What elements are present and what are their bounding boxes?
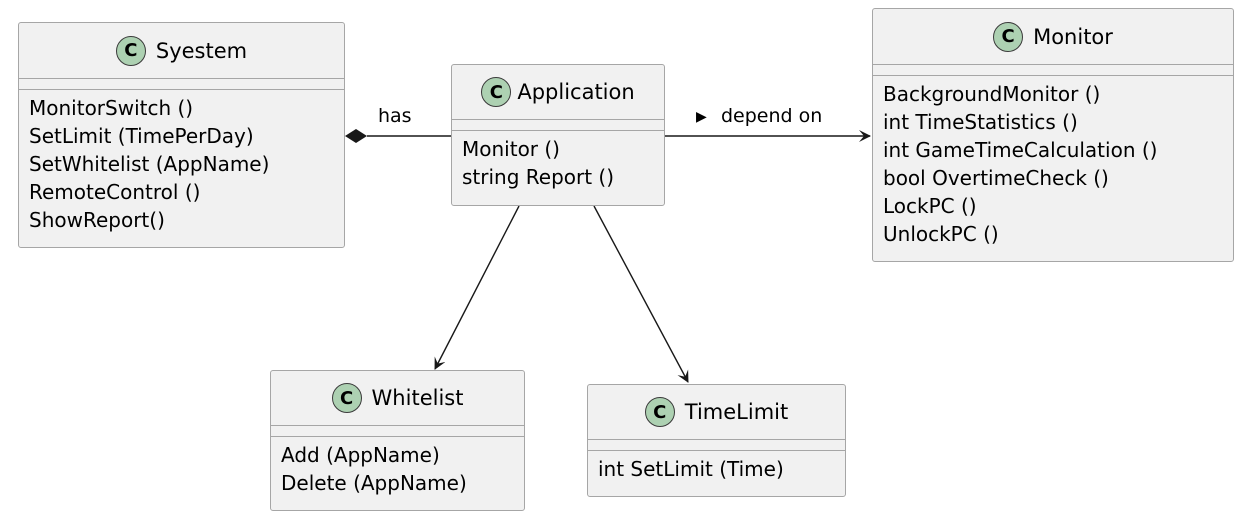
class-application-methods: Monitor () string Report (): [452, 131, 664, 195]
composition-diamond-icon: [345, 129, 367, 143]
method: Delete (AppName): [281, 471, 467, 495]
class-syestem-name: Syestem: [155, 38, 248, 63]
class-c-icon: C: [481, 77, 512, 107]
class-whitelist-header: C Whitelist: [271, 371, 524, 425]
method: string Report (): [462, 165, 615, 189]
class-timelimit-header: C TimeLimit: [588, 385, 845, 439]
class-application: C Application Monitor () string Report (…: [451, 64, 665, 206]
method: int SetLimit (Time): [598, 457, 784, 481]
method: BackgroundMonitor (): [883, 82, 1101, 106]
method: int GameTimeCalculation (): [883, 138, 1158, 162]
edge-depend-on-label: depend on: [721, 105, 822, 127]
class-monitor: C Monitor BackgroundMonitor () int TimeS…: [872, 8, 1234, 262]
class-timelimit-methods: int SetLimit (Time): [588, 451, 845, 487]
direction-triangle-icon: ▶: [696, 109, 707, 125]
class-c-icon: C: [331, 383, 362, 413]
method: SetWhitelist (AppName): [29, 152, 270, 176]
class-monitor-name: Monitor: [1033, 24, 1113, 49]
method: ShowReport(): [29, 208, 165, 232]
class-c-icon: C: [115, 35, 146, 66]
method: Add (AppName): [281, 443, 440, 467]
class-whitelist-name: Whitelist: [371, 386, 464, 410]
class-c-icon: C: [644, 397, 675, 427]
class-c-icon: C: [993, 21, 1024, 52]
method: bool OvertimeCheck (): [883, 166, 1109, 190]
edge-application-timelimit: [593, 205, 689, 383]
class-whitelist-methods: Add (AppName) Delete (AppName): [271, 437, 524, 501]
edge-application-whitelist: [434, 205, 520, 370]
class-timelimit: C TimeLimit int SetLimit (Time): [587, 384, 846, 497]
method: UnlockPC (): [883, 222, 999, 246]
class-application-header: C Application: [452, 65, 664, 119]
class-application-name: Application: [517, 80, 635, 104]
method: RemoteControl (): [29, 180, 201, 204]
class-whitelist: C Whitelist Add (AppName) Delete (AppNam…: [270, 370, 525, 511]
method: MonitorSwitch (): [29, 96, 194, 120]
edge-has: has: [345, 105, 451, 143]
edge-depend-on: ▶ depend on: [665, 105, 871, 142]
class-syestem: C Syestem MonitorSwitch () SetLimit (Tim…: [18, 22, 345, 248]
class-syestem-header: C Syestem: [19, 23, 344, 78]
class-syestem-methods: MonitorSwitch () SetLimit (TimePerDay) S…: [19, 90, 344, 238]
method: SetLimit (TimePerDay): [29, 124, 254, 148]
class-monitor-header: C Monitor: [873, 9, 1233, 64]
class-monitor-methods: BackgroundMonitor () int TimeStatistics …: [873, 76, 1233, 252]
method: int TimeStatistics (): [883, 110, 1078, 134]
edge-has-label: has: [378, 105, 412, 127]
method: LockPC (): [883, 194, 977, 218]
method: Monitor (): [462, 137, 560, 161]
class-timelimit-name: TimeLimit: [684, 400, 789, 424]
